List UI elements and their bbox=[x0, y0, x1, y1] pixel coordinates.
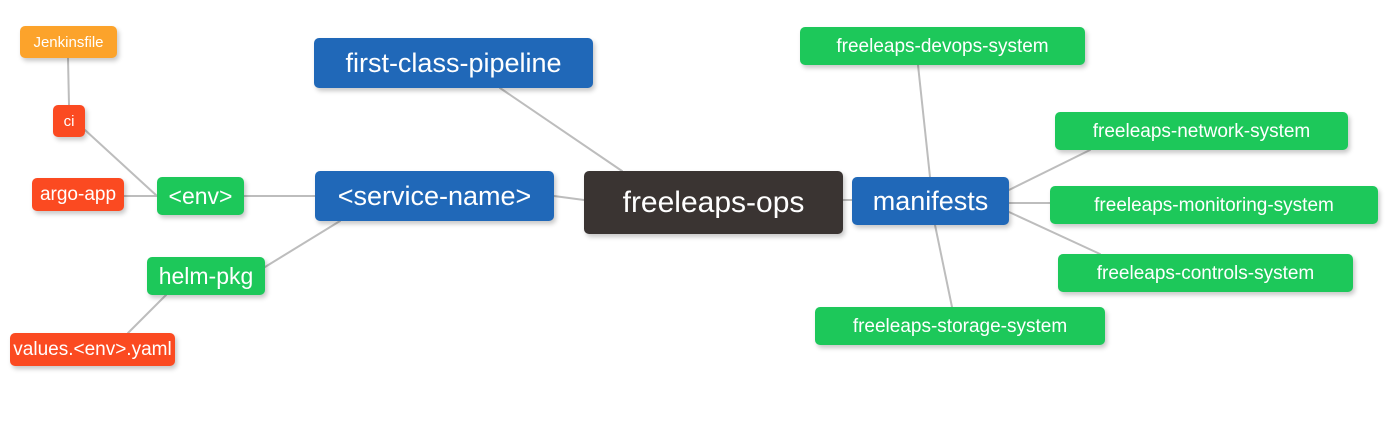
node-values-env-yaml[interactable]: values.<env>.yaml bbox=[10, 333, 175, 366]
node-freeleaps-devops-system[interactable]: freeleaps-devops-system bbox=[800, 27, 1085, 65]
node-helm-pkg[interactable]: helm-pkg bbox=[147, 257, 265, 295]
node-argo-app[interactable]: argo-app bbox=[32, 178, 124, 211]
node-first-class-pipeline[interactable]: first-class-pipeline bbox=[314, 38, 593, 88]
edge-manifests-to-freeleaps-network-system bbox=[1008, 149, 1091, 191]
node-freeleaps-ops[interactable]: freeleaps-ops bbox=[584, 171, 843, 234]
node-manifests[interactable]: manifests bbox=[852, 177, 1009, 225]
edge-jenkinsfile-to-ci bbox=[67, 57, 70, 106]
node-env[interactable]: <env> bbox=[157, 177, 244, 215]
node-freeleaps-storage-system[interactable]: freeleaps-storage-system bbox=[815, 307, 1105, 345]
edge-manifests-to-freeleaps-devops-system bbox=[917, 64, 931, 178]
node-freeleaps-monitoring-system[interactable]: freeleaps-monitoring-system bbox=[1050, 186, 1378, 224]
node-freeleaps-controls-system[interactable]: freeleaps-controls-system bbox=[1058, 254, 1353, 292]
edge-first-class-pipeline-to-freeleaps-ops bbox=[499, 87, 623, 172]
node-freeleaps-network-system[interactable]: freeleaps-network-system bbox=[1055, 112, 1348, 150]
node-jenkinsfile[interactable]: Jenkinsfile bbox=[20, 26, 117, 58]
edge-service-name-to-freeleaps-ops bbox=[553, 195, 585, 201]
edge-values-env-yaml-to-helm-pkg bbox=[127, 294, 167, 334]
node-ci[interactable]: ci bbox=[53, 105, 85, 137]
node-service-name[interactable]: <service-name> bbox=[315, 171, 554, 221]
edge-helm-pkg-to-service-name bbox=[264, 220, 341, 268]
edge-manifests-to-freeleaps-storage-system bbox=[934, 224, 953, 308]
